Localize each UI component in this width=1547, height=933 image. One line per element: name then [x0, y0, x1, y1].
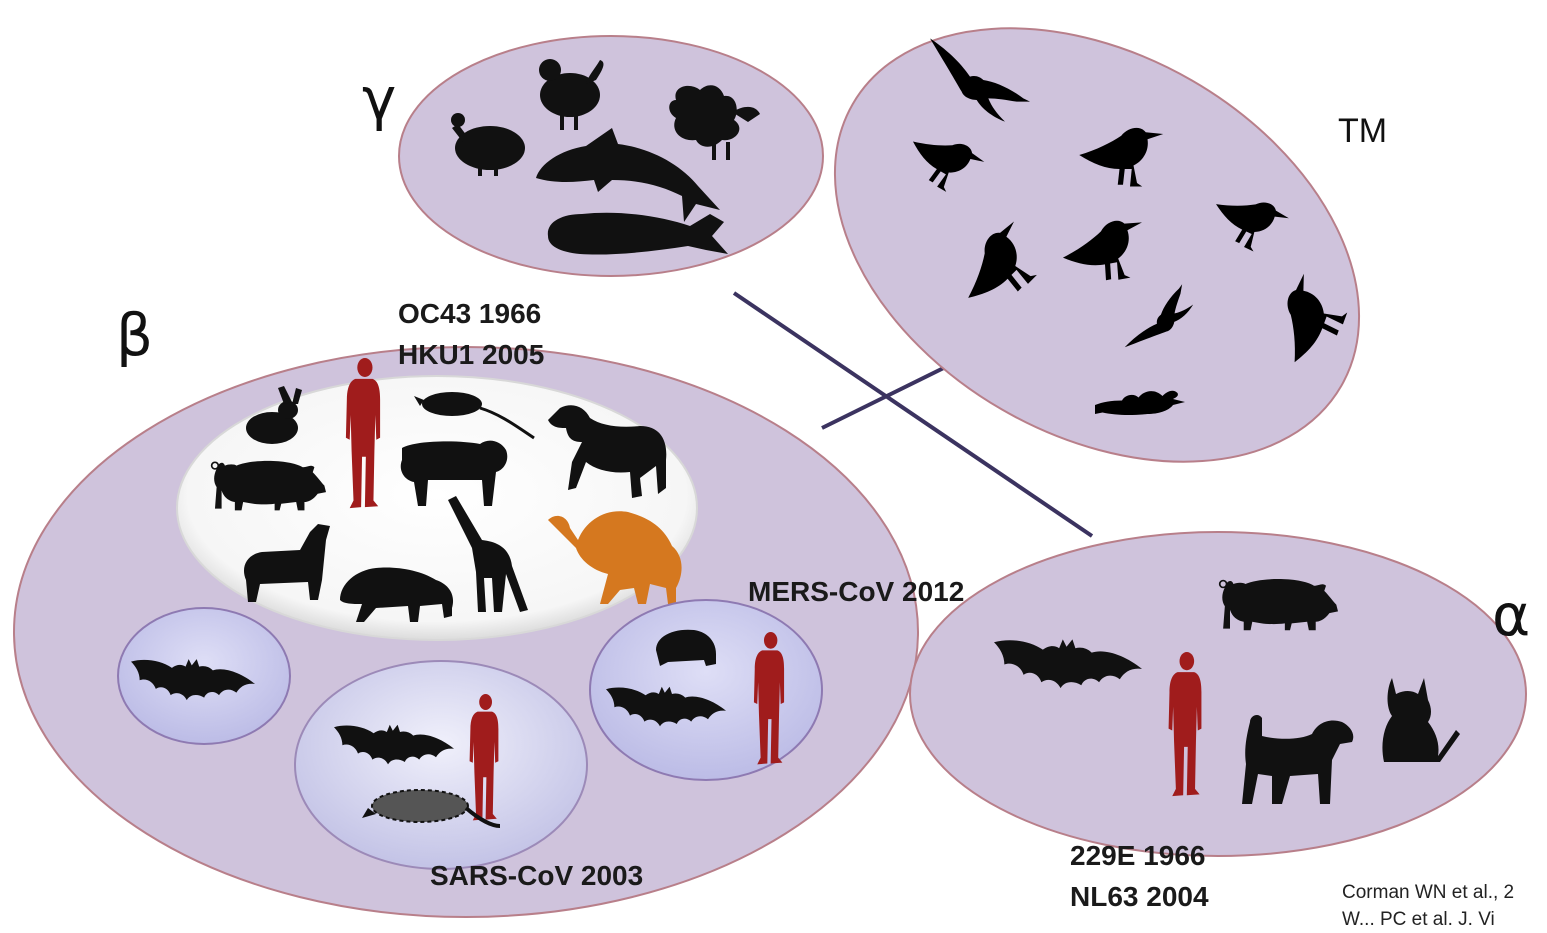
citation-line-1: Corman WN et al., 2	[1342, 880, 1547, 907]
oc43-label: OC43 1966	[398, 294, 544, 335]
gamma-group	[399, 36, 823, 276]
beta-human-virus-labels: OC43 1966 HKU1 2005	[398, 294, 544, 375]
hku1-label: HKU1 2005	[398, 335, 544, 376]
alpha-human-virus-labels: 229E 1966 NL63 2004	[1070, 836, 1209, 917]
beta-label: β	[116, 306, 153, 364]
tm-label: TM	[1338, 114, 1387, 148]
sars-label: SARS-CoV 2003	[430, 856, 643, 897]
citation: Corman WN et al., 2 W... PC et al. J. Vi	[1342, 880, 1547, 933]
citation-line-2: W... PC et al. J. Vi	[1342, 907, 1547, 933]
tm-group	[758, 0, 1436, 551]
gamma-label: γ	[362, 70, 396, 128]
alpha-label: α	[1492, 586, 1530, 644]
229e-label: 229E 1966	[1070, 836, 1209, 877]
alpha-group	[910, 532, 1526, 856]
beta-group	[14, 347, 918, 917]
nl63-label: NL63 2004	[1070, 877, 1209, 918]
mers-label: MERS-CoV 2012	[748, 572, 964, 613]
